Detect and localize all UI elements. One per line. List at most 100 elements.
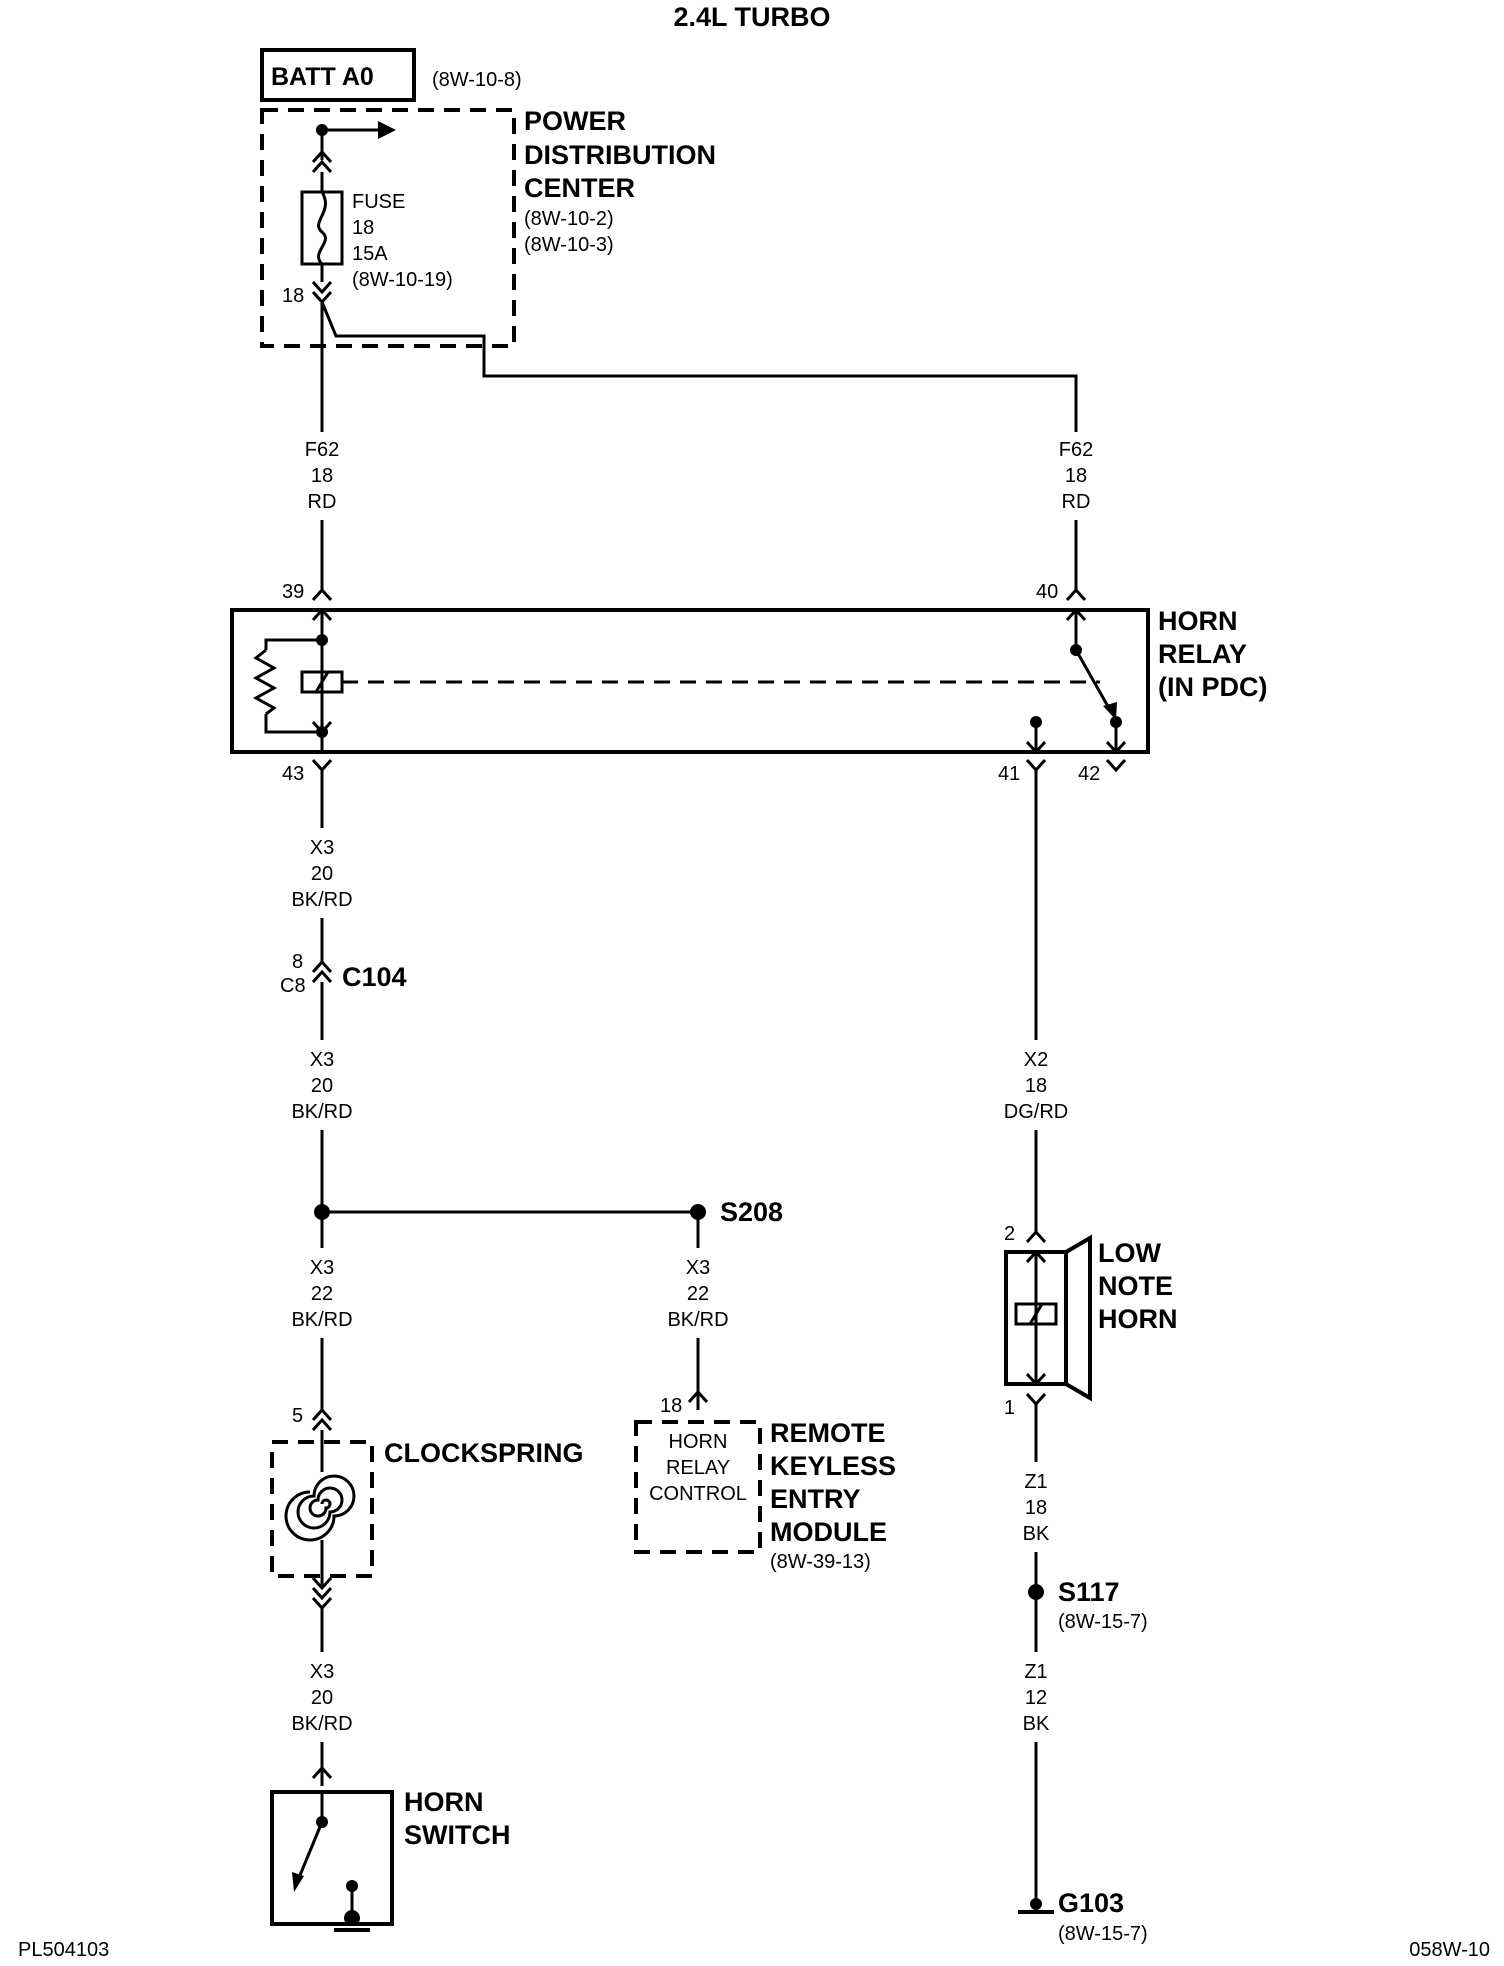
pdc-ref2: (8W-10-3) (524, 234, 614, 256)
clockspring-pin: 5 (292, 1405, 303, 1427)
svg-text:BK/RD: BK/RD (291, 889, 352, 911)
svg-text:BK: BK (1023, 1713, 1050, 1735)
svg-text:20: 20 (311, 1687, 333, 1709)
horn-switch-arm (296, 1821, 324, 1881)
horn-relay-box (230, 608, 1150, 754)
wire-x3-d: X3 22 BK/RD (667, 1257, 728, 1331)
batt-box (260, 48, 416, 102)
wire-z1-a: Z1 18 BK (1023, 1471, 1050, 1545)
wire-z1-b: Z1 12 BK (1023, 1661, 1050, 1735)
horn-relay-label-line2: RELAY (1158, 639, 1247, 669)
svg-text:12: 12 (1025, 1687, 1047, 1709)
horn-relay-label-line3: (IN PDC) (1158, 672, 1268, 702)
svg-text:18: 18 (1025, 1075, 1047, 1097)
g103-label: G103 (1058, 1888, 1124, 1918)
svg-text:22: 22 (311, 1283, 333, 1305)
svg-text:18: 18 (311, 465, 333, 487)
rke-ref: (8W-39-13) (770, 1551, 871, 1573)
horn-coil-icon (1014, 1302, 1058, 1326)
svg-text:F62: F62 (305, 439, 339, 461)
clockspring-label: CLOCKSPRING (384, 1438, 584, 1468)
svg-text:X3: X3 (310, 837, 334, 859)
batt-ref: (8W-10-8) (432, 69, 522, 91)
s117-ref: (8W-15-7) (1058, 1611, 1148, 1633)
batt-label: BATT A0 (271, 63, 374, 91)
horn-label-line2: NOTE (1098, 1271, 1173, 1301)
footer-left-code: PL504103 (18, 1939, 109, 1961)
svg-text:X2: X2 (1024, 1049, 1048, 1071)
relay-pin-42: 42 (1078, 763, 1100, 785)
bus-arrow-icon (378, 121, 396, 139)
svg-text:BK: BK (1023, 1523, 1050, 1545)
footer-right-code: 058W-10 (1409, 1939, 1490, 1961)
relay-pin-39: 39 (282, 581, 304, 603)
svg-text:Z1: Z1 (1024, 1661, 1047, 1683)
rke-label-line3: ENTRY (770, 1484, 861, 1514)
wire-x3-c: X3 22 BK/RD (291, 1257, 352, 1331)
svg-text:DG/RD: DG/RD (1004, 1101, 1068, 1123)
horn-label-line3: HORN (1098, 1304, 1178, 1334)
horn-switch-label-line1: HORN (404, 1787, 484, 1817)
relay-pin-40: 40 (1036, 581, 1058, 603)
horn-switch-label-line2: SWITCH (404, 1820, 510, 1850)
c104-label: C104 (342, 962, 407, 992)
wire-x3-b: X3 20 BK/RD (291, 1049, 352, 1123)
c104-pin: 8 (292, 951, 303, 973)
wire-x2: X2 18 DG/RD (1004, 1049, 1068, 1123)
svg-text:RD: RD (1062, 491, 1091, 513)
horn-pin-2: 2 (1004, 1223, 1015, 1245)
svg-text:F62: F62 (1059, 439, 1093, 461)
svg-text:X3: X3 (310, 1661, 334, 1683)
horn-switch-box (270, 1790, 394, 1926)
pdc-label-line3: CENTER (524, 173, 635, 203)
svg-text:22: 22 (687, 1283, 709, 1305)
wire-x3-a: X3 20 BK/RD (291, 837, 352, 911)
pdc-label-line2: DISTRIBUTION (524, 140, 716, 170)
clockspring-box (270, 1440, 374, 1578)
svg-text:RD: RD (308, 491, 337, 513)
horn-pin-1: 1 (1004, 1397, 1015, 1419)
rke-pin: 18 (660, 1395, 682, 1417)
wire-f62-right: F62 18 RD (1059, 439, 1093, 513)
rke-label-line4: MODULE (770, 1517, 887, 1547)
fuse-size: 18 (352, 217, 374, 239)
svg-text:X3: X3 (310, 1257, 334, 1279)
svg-text:X3: X3 (310, 1049, 334, 1071)
svg-text:20: 20 (311, 1075, 333, 1097)
fuse-body (300, 190, 344, 266)
horn-label-line1: LOW (1098, 1238, 1161, 1268)
clockspring-coil-icon (284, 1474, 356, 1542)
fuse-rating: 15A (352, 243, 388, 265)
g103-ref: (8W-15-7) (1058, 1923, 1148, 1945)
relay-resistor-icon (252, 648, 278, 716)
rke-label-line1: REMOTE (770, 1418, 886, 1448)
svg-text:20: 20 (311, 863, 333, 885)
fuse-element-icon (317, 191, 327, 266)
svg-text:X3: X3 (686, 1257, 710, 1279)
rke-label-line2: KEYLESS (770, 1451, 896, 1481)
c104-cavity: C8 (280, 975, 306, 997)
svg-text:BK/RD: BK/RD (291, 1309, 352, 1331)
wire-f62-left: F62 18 RD (305, 439, 339, 513)
fuse-ref: (8W-10-19) (352, 269, 453, 291)
svg-text:Z1: Z1 (1024, 1471, 1047, 1493)
pdc-ref1: (8W-10-2) (524, 208, 614, 230)
pdc-label-line1: POWER (524, 106, 626, 136)
relay-switch-arm (1074, 649, 1112, 711)
s117-label: S117 (1058, 1577, 1120, 1607)
horn-bell-icon (1064, 1234, 1092, 1402)
svg-text:18: 18 (1025, 1497, 1047, 1519)
svg-text:BK/RD: BK/RD (291, 1713, 352, 1735)
horn-relay-label-line1: HORN (1158, 606, 1238, 636)
rke-inner-line3: CONTROL (649, 1483, 747, 1505)
relay-pin-41: 41 (998, 763, 1020, 785)
s117-splice-dot (1028, 1584, 1044, 1600)
s208-label: S208 (720, 1197, 783, 1227)
svg-text:18: 18 (1065, 465, 1087, 487)
rke-inner-line1: HORN (669, 1431, 728, 1453)
rke-box (634, 1420, 762, 1554)
svg-text:BK/RD: BK/RD (291, 1101, 352, 1123)
wire-x3-e: X3 20 BK/RD (291, 1661, 352, 1735)
fuse-label: FUSE (352, 191, 405, 213)
